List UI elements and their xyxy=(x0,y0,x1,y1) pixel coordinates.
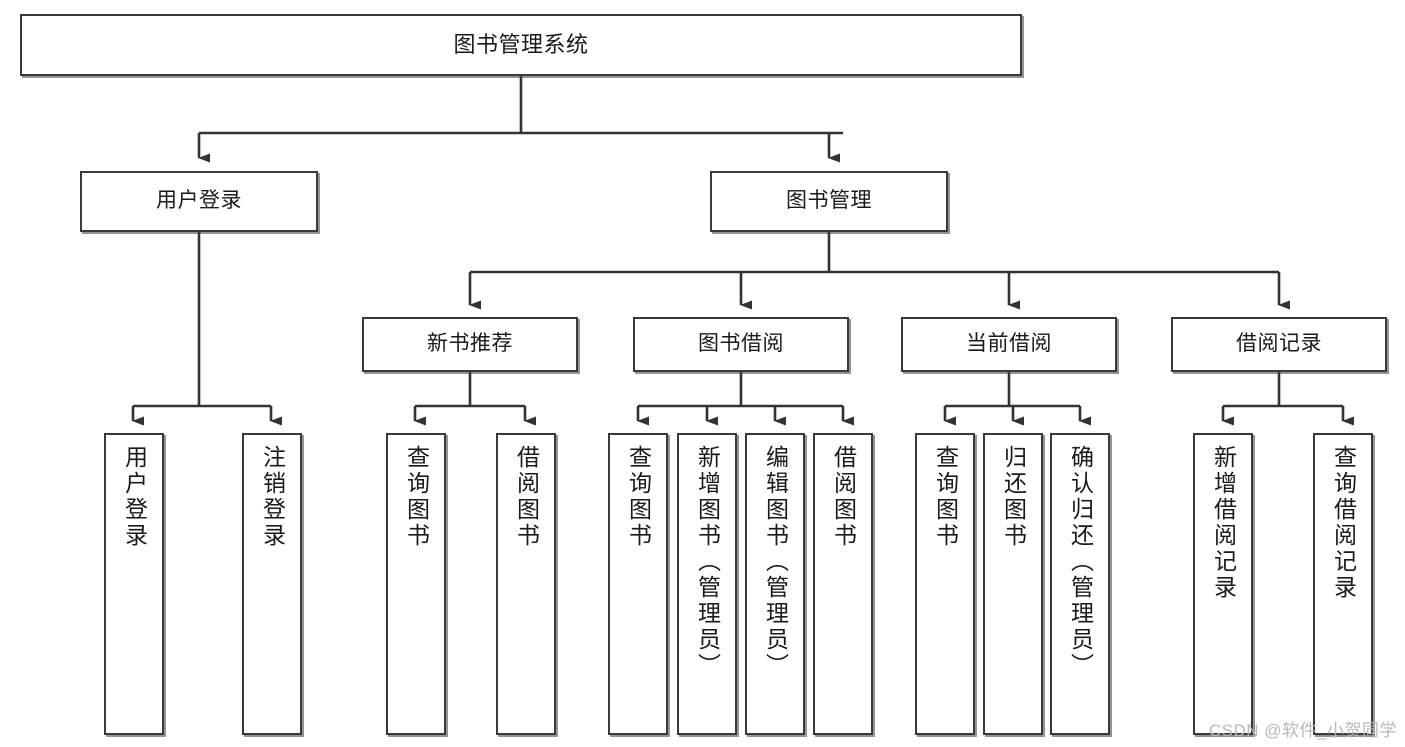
node-leaf-query-book-recommend[interactable]: 查询图书 xyxy=(386,433,446,735)
node-book-borrow-label: 图书借阅 xyxy=(698,332,784,356)
node-leaf-borrow-book-label: 借阅图书 xyxy=(830,445,857,549)
node-leaf-query-book-current[interactable]: 查询图书 xyxy=(915,433,975,735)
node-leaf-return-book[interactable]: 归还图书 xyxy=(983,433,1043,735)
node-leaf-borrow-book-recommend-label: 借阅图书 xyxy=(513,445,540,549)
node-borrow-record[interactable]: 借阅记录 xyxy=(1171,317,1387,372)
node-current-borrow-label: 当前借阅 xyxy=(966,332,1052,356)
node-book-management-label: 图书管理 xyxy=(786,189,872,213)
node-book-management[interactable]: 图书管理 xyxy=(710,171,948,232)
node-leaf-user-login-label: 用户登录 xyxy=(121,445,148,549)
node-new-book-recommend-label: 新书推荐 xyxy=(427,332,513,356)
node-leaf-edit-book-admin-label: 编辑图书（管理员） xyxy=(762,445,789,679)
watermark: CSDN @软件_小贺同学 xyxy=(1208,721,1397,740)
node-leaf-logout[interactable]: 注销登录 xyxy=(242,433,302,735)
node-current-borrow[interactable]: 当前借阅 xyxy=(901,317,1117,372)
node-leaf-query-book-borrow-label: 查询图书 xyxy=(625,445,652,549)
node-leaf-confirm-return-admin[interactable]: 确认归还（管理员） xyxy=(1050,433,1110,735)
node-leaf-query-borrow-record-label: 查询借阅记录 xyxy=(1330,445,1357,601)
node-user-login[interactable]: 用户登录 xyxy=(80,171,318,232)
node-leaf-query-book-current-label: 查询图书 xyxy=(932,445,959,549)
node-book-borrow[interactable]: 图书借阅 xyxy=(633,317,849,372)
node-leaf-return-book-label: 归还图书 xyxy=(1000,445,1027,549)
node-leaf-add-book-admin[interactable]: 新增图书（管理员） xyxy=(677,433,737,735)
node-leaf-logout-label: 注销登录 xyxy=(259,445,286,549)
node-root[interactable]: 图书管理系统 xyxy=(20,14,1022,76)
node-leaf-query-book-recommend-label: 查询图书 xyxy=(403,445,430,549)
node-new-book-recommend[interactable]: 新书推荐 xyxy=(362,317,578,372)
node-root-label: 图书管理系统 xyxy=(453,32,589,58)
node-leaf-confirm-return-admin-label: 确认归还（管理员） xyxy=(1067,445,1094,679)
node-leaf-add-borrow-record[interactable]: 新增借阅记录 xyxy=(1193,433,1253,735)
node-leaf-query-borrow-record[interactable]: 查询借阅记录 xyxy=(1313,433,1373,735)
node-borrow-record-label: 借阅记录 xyxy=(1236,332,1322,356)
node-leaf-borrow-book-recommend[interactable]: 借阅图书 xyxy=(496,433,556,735)
node-leaf-add-book-admin-label: 新增图书（管理员） xyxy=(694,445,721,679)
node-user-login-label: 用户登录 xyxy=(156,189,242,213)
node-leaf-edit-book-admin[interactable]: 编辑图书（管理员） xyxy=(745,433,805,735)
node-leaf-add-borrow-record-label: 新增借阅记录 xyxy=(1210,445,1237,601)
node-leaf-query-book-borrow[interactable]: 查询图书 xyxy=(608,433,668,735)
node-leaf-borrow-book[interactable]: 借阅图书 xyxy=(813,433,873,735)
node-leaf-user-login[interactable]: 用户登录 xyxy=(104,433,164,735)
